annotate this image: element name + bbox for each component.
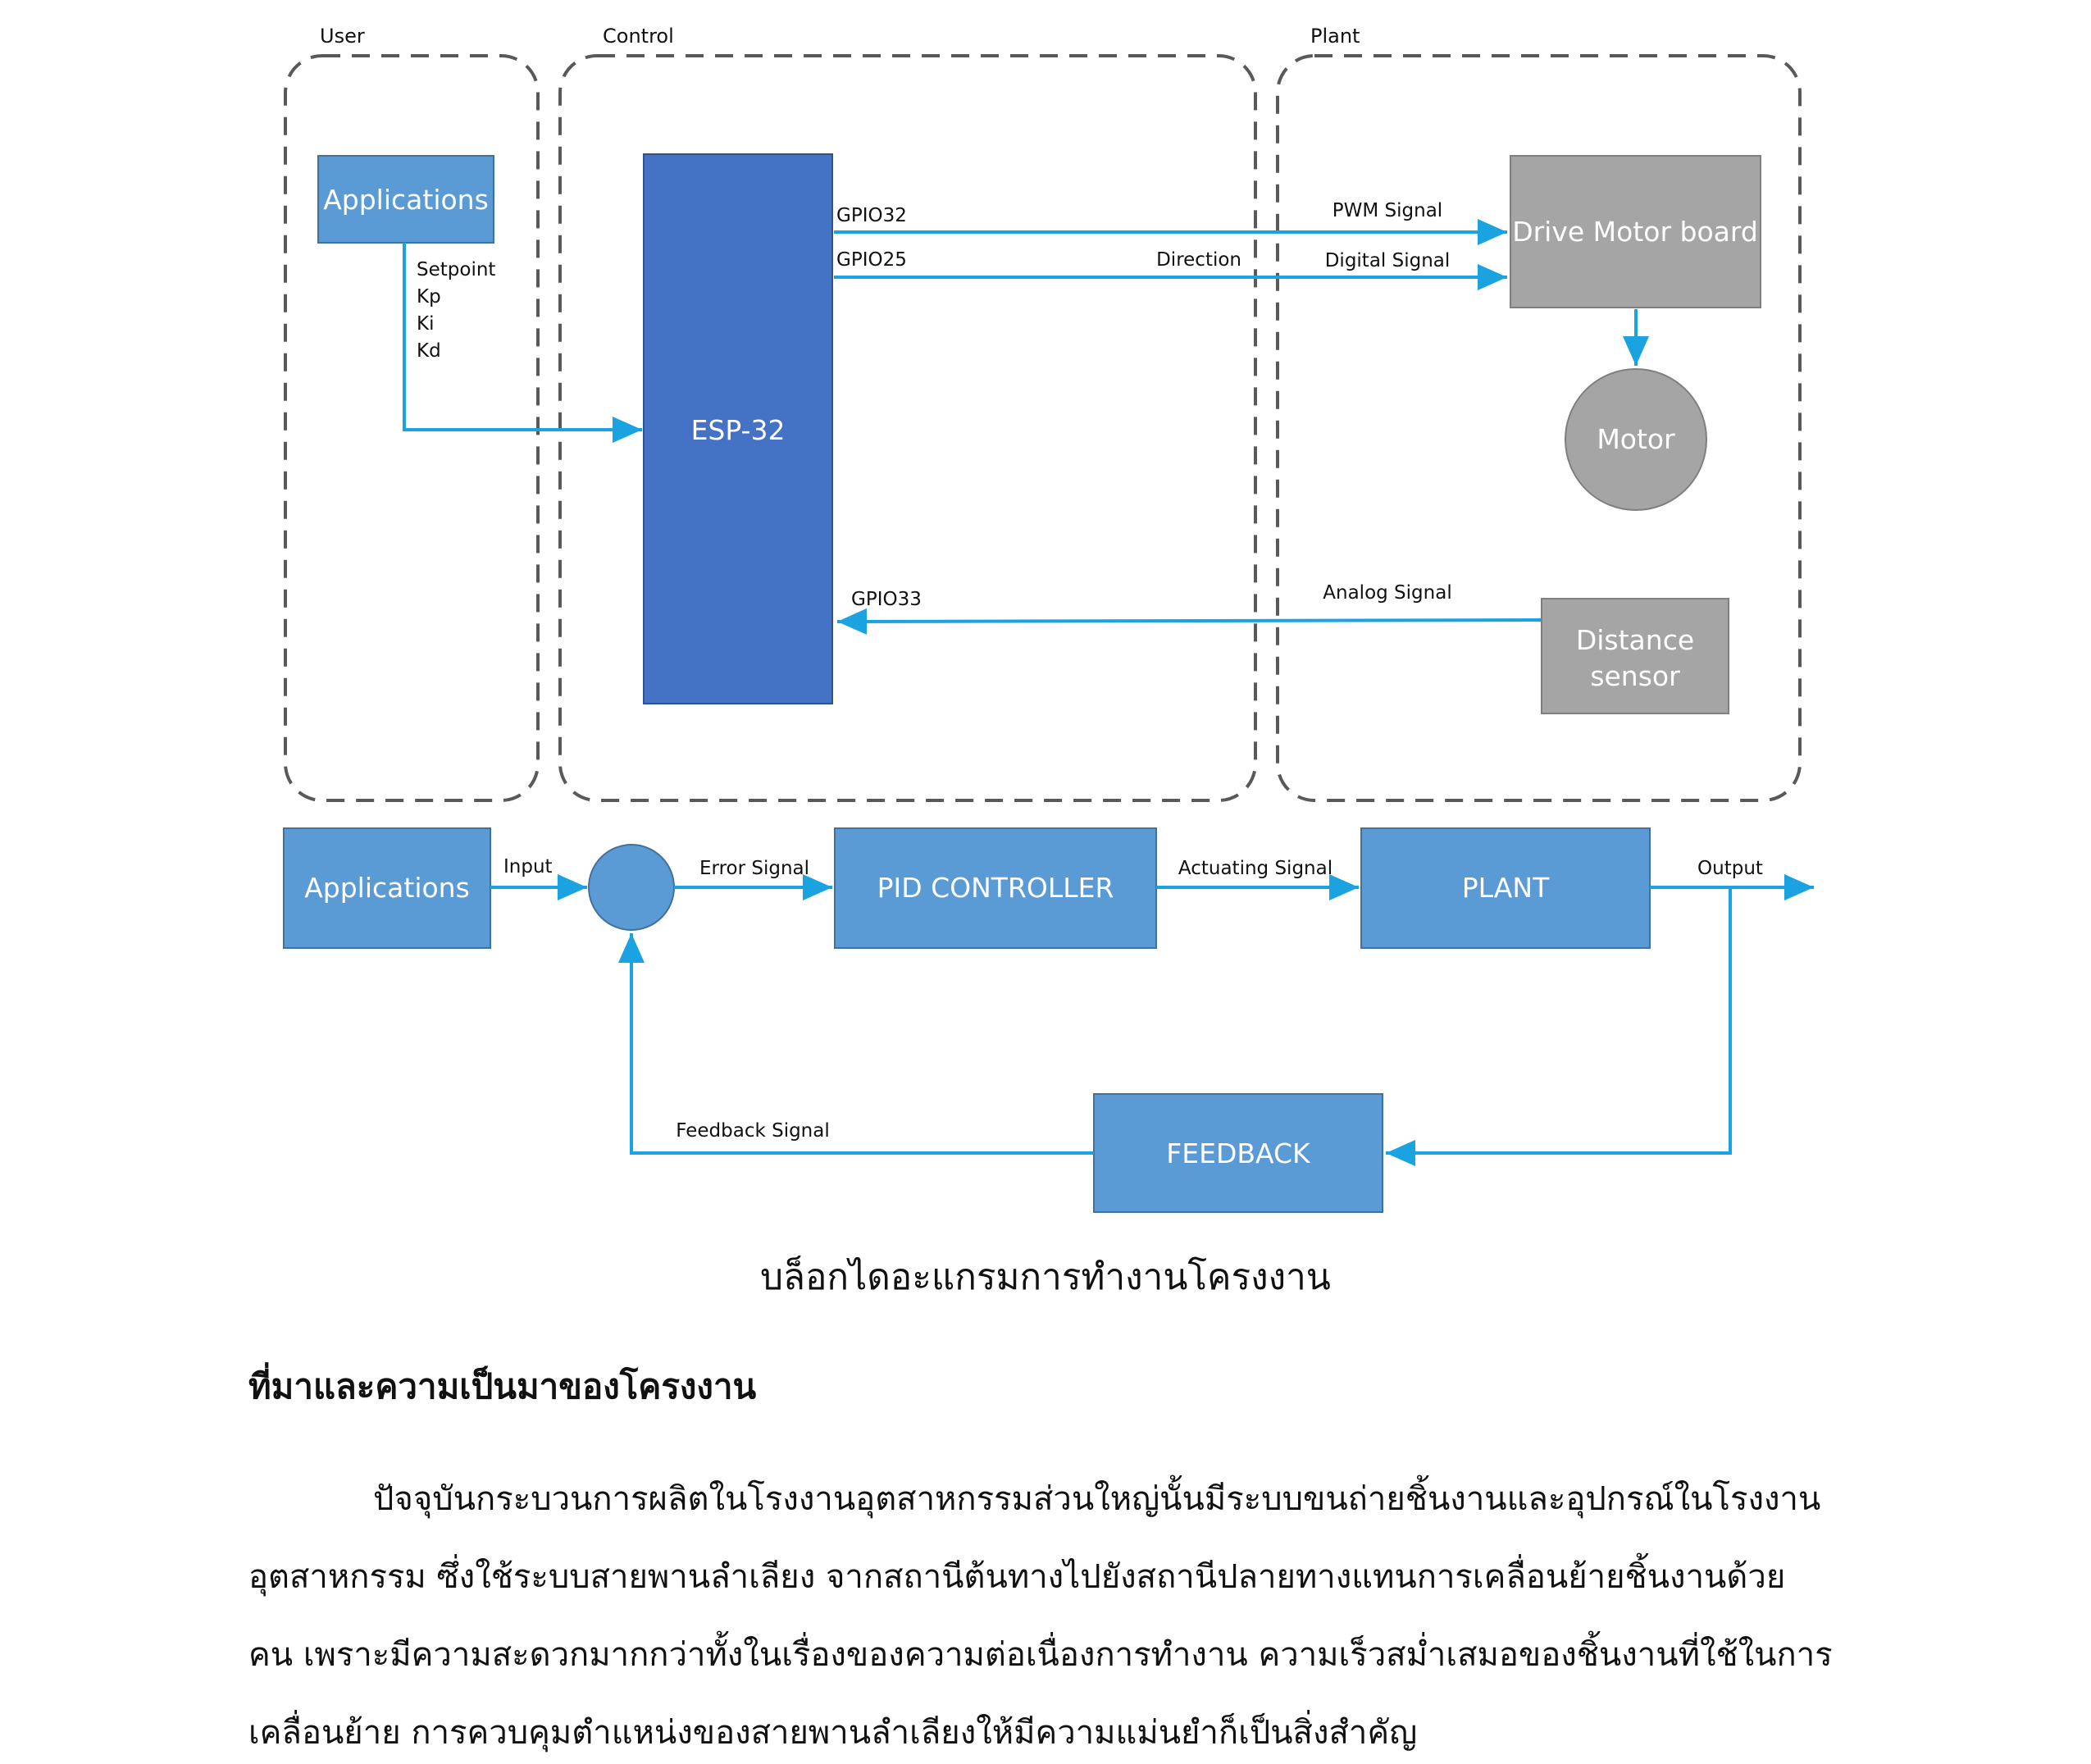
analog-arrow xyxy=(836,608,1542,635)
summing-junction xyxy=(588,844,675,931)
plant-group-label: Plant xyxy=(1310,25,1360,48)
applications-block-bottom xyxy=(283,827,491,949)
applications-to-esp-arrow xyxy=(403,243,642,443)
paragraph-line-1: ปัจจุบันกระบวนการผลิตในโรงงานอุตสาหกรรมส… xyxy=(373,1480,1821,1518)
applications-block-top xyxy=(317,155,494,244)
feedback-label: FEEDBACK xyxy=(1166,1137,1311,1169)
distance-sensor-label-line1: Distance xyxy=(1576,624,1694,656)
param-setpoint: Setpoint xyxy=(417,259,495,280)
section-heading: ที่มาและความเป็นมาของโครงงาน xyxy=(248,1366,757,1406)
motor-label: Motor xyxy=(1597,423,1675,455)
motor-circle xyxy=(1565,368,1707,511)
esp32-block xyxy=(643,153,833,704)
pid-controller-label: PID CONTROLLER xyxy=(877,872,1114,904)
actuating-signal-label: Actuating Signal xyxy=(1178,858,1332,879)
user-group-label: User xyxy=(320,25,365,48)
error-signal-label: Error Signal xyxy=(699,858,809,879)
distance-sensor-label-line2: sensor xyxy=(1590,660,1680,692)
param-kp: Kp xyxy=(417,286,441,308)
applications-top-label: Applications xyxy=(323,184,489,216)
gpio32-label: GPIO32 xyxy=(836,205,907,226)
direction-label: Direction xyxy=(1156,249,1241,271)
input-label: Input xyxy=(503,856,553,877)
distance-sensor-block xyxy=(1541,598,1729,714)
output-label: Output xyxy=(1697,858,1763,879)
block-diagram: User Control Plant Applications Setpoint… xyxy=(283,25,1814,1213)
pid-controller-block xyxy=(834,827,1157,949)
paragraph-line-3: คน เพราะมีความสะดวกมากกว่าทั้งในเรื่องขอ… xyxy=(248,1636,1833,1674)
applications-bottom-label: Applications xyxy=(304,872,470,904)
output-to-feedback-arrow xyxy=(1386,887,1732,1166)
feedback-signal-arrow xyxy=(618,933,1094,1155)
gpio25-label: GPIO25 xyxy=(836,249,907,271)
figure-caption: บล็อกไดอะแกรมการทำงานโครงงาน xyxy=(760,1256,1331,1298)
param-ki: Ki xyxy=(417,313,434,335)
drive-motor-board-label: Drive Motor board xyxy=(1512,216,1758,248)
plant-group-frame xyxy=(1276,54,1802,802)
paragraph-line-2: อุตสาหกรรม ซึ่งใช้ระบบสายพานลำเลียง จากส… xyxy=(248,1558,1786,1596)
param-kd: Kd xyxy=(417,340,441,362)
control-group-label: Control xyxy=(603,25,674,48)
feedback-signal-label: Feedback Signal xyxy=(676,1120,830,1142)
paragraph-line-4: เคลื่อนย้าย การควบคุมตำแหน่งของสายพานลำเ… xyxy=(248,1714,1418,1752)
plant-label: PLANT xyxy=(1462,872,1550,904)
analog-signal-label: Analog Signal xyxy=(1323,582,1451,604)
esp32-label: ESP-32 xyxy=(691,414,786,446)
drive-motor-board-block xyxy=(1510,155,1761,308)
digital-signal-label: Digital Signal xyxy=(1325,250,1451,271)
pwm-signal-label: PWM Signal xyxy=(1332,200,1442,221)
gpio33-label: GPIO33 xyxy=(851,589,922,610)
